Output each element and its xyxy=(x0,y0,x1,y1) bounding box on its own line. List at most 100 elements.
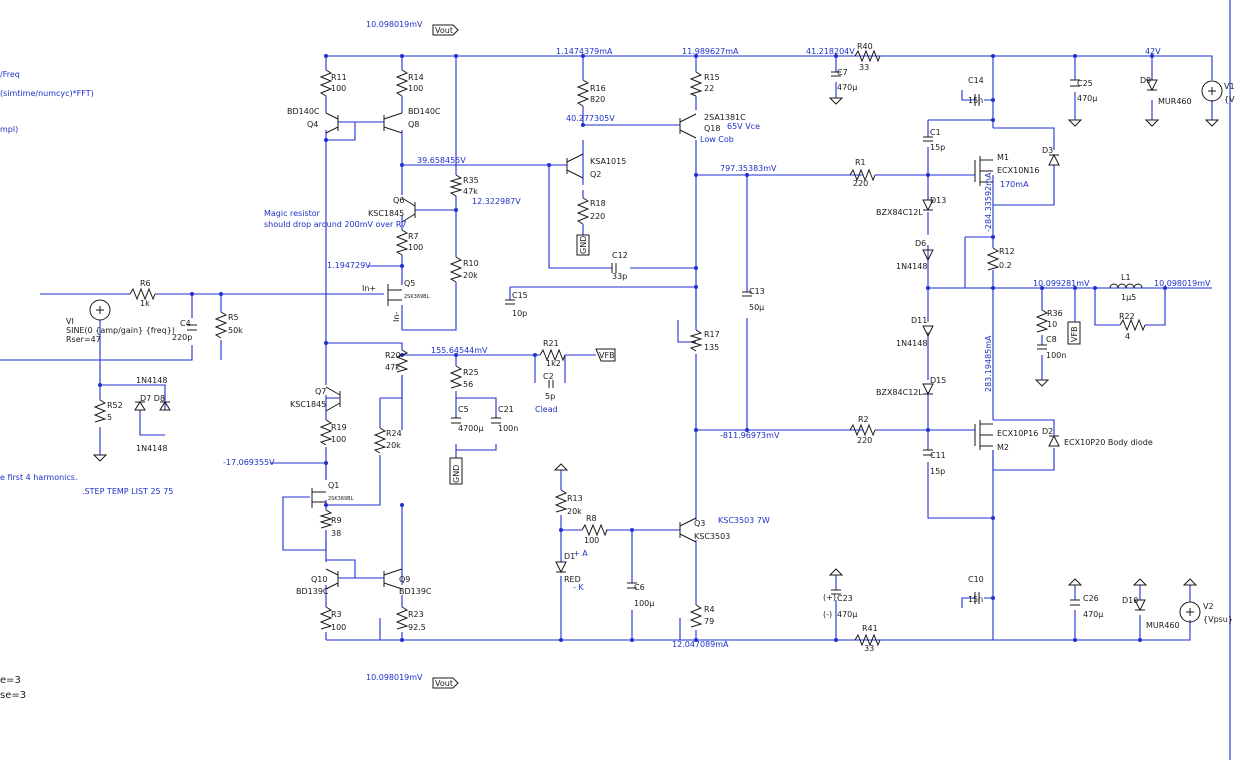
flag-vout-bottom: Vout xyxy=(432,677,459,689)
C12-name: C12 xyxy=(612,251,628,260)
C21-name: C21 xyxy=(498,405,514,414)
i-m2-label: 283.19485mA xyxy=(984,335,993,392)
C11-value: 15p xyxy=(930,467,945,476)
svg-text:Vout: Vout xyxy=(435,679,453,688)
i-supply-1-label: 1.1474379mA xyxy=(556,47,613,56)
flag-vfb-output: VFB xyxy=(1067,321,1081,345)
C14-name: C14 xyxy=(968,76,984,85)
v-upper-gate-label: 797.35383mV xyxy=(720,164,777,173)
R5-value: 50k xyxy=(228,326,243,335)
R24-name: R24 xyxy=(386,429,402,438)
d7-part: 1N4148 xyxy=(136,376,167,385)
C23-name: C23 xyxy=(837,594,853,603)
C13-name: C13 xyxy=(749,287,765,296)
C5-name: C5 xyxy=(458,405,469,414)
Q7-value: KSC1845 xyxy=(290,400,326,409)
D2-value: ECX10P20 Body diode xyxy=(1064,438,1153,447)
C21-value: 100n xyxy=(498,424,518,433)
d1-anode: + A xyxy=(573,549,588,558)
R4-value: 79 xyxy=(704,617,714,626)
C1-value: 15p xyxy=(930,143,945,152)
R15-name: R15 xyxy=(704,73,720,82)
C8-value: 100n xyxy=(1046,351,1066,360)
R8-name: R8 xyxy=(586,514,597,523)
Q1-name: Q1 xyxy=(328,481,339,490)
R16-name: R16 xyxy=(590,84,606,93)
D13-name: D13 xyxy=(930,196,946,205)
c23-minus: (-) xyxy=(823,610,832,619)
c23-plus: (+) xyxy=(823,593,836,602)
C8-name: C8 xyxy=(1046,335,1057,344)
V2-name: V2 xyxy=(1203,602,1214,611)
R3-value: 100 xyxy=(331,623,346,632)
R21-name: R21 xyxy=(543,339,559,348)
R24-value: 20k xyxy=(386,441,401,450)
sources xyxy=(89,80,1223,623)
C26-value: 470µ xyxy=(1083,610,1103,619)
R35-value: 47k xyxy=(463,187,478,196)
R10-value: 20k xyxy=(463,271,478,280)
D6-name: D6 xyxy=(915,239,926,248)
R23-name: R23 xyxy=(408,610,424,619)
e3-line-1: e=3 xyxy=(0,675,21,686)
R52-value: 5 xyxy=(107,413,112,422)
R6-value: 1k xyxy=(140,299,150,308)
d8-part: 1N4148 xyxy=(136,444,167,453)
C2-name: C2 xyxy=(543,372,554,381)
v-out-node-label: 10.099281mV xyxy=(1033,279,1090,288)
R19-value: 100 xyxy=(331,435,346,444)
d1-cathode: - K xyxy=(573,583,584,592)
in-plus-label: In+ xyxy=(362,284,376,293)
D15-name: D15 xyxy=(930,376,946,385)
R21-value: 1k2 xyxy=(546,359,561,368)
R11-name: R11 xyxy=(331,73,347,82)
C7-value: 470µ xyxy=(837,83,857,92)
D1-name: D1 xyxy=(564,552,575,561)
C15-name: C15 xyxy=(512,291,528,300)
R2-name: R2 xyxy=(858,415,869,424)
R13-value: 20k xyxy=(567,507,582,516)
D11-name: D11 xyxy=(911,316,927,325)
C5-value: 4700µ xyxy=(458,424,483,433)
Q10-value: BD139C xyxy=(296,587,329,596)
R7-value: 100 xyxy=(408,243,423,252)
magic-note-2: should drop around 200mV over R7 xyxy=(264,220,407,229)
Q1-value: 2SK369BL xyxy=(328,496,354,502)
note-freq: /Freq xyxy=(0,70,20,79)
R36-name: R36 xyxy=(1047,309,1063,318)
D15-value: BZX84C12L xyxy=(876,388,923,397)
Q4-value: BD140C xyxy=(287,107,320,116)
C23-value: 470µ xyxy=(837,610,857,619)
C10-value: 15n xyxy=(968,595,983,604)
q18-cob-note: Low Cob xyxy=(700,135,734,144)
i-q3-label: 12.047089mA xyxy=(672,640,729,649)
v-q6-emit-label: 12.322987V xyxy=(472,197,521,206)
resistor-symbols xyxy=(93,49,1146,647)
L1-name: L1 xyxy=(1121,273,1131,282)
R25-name: R25 xyxy=(463,368,479,377)
Q18-value: 2SA1381C xyxy=(704,113,746,122)
v-feedback-label: 155.64544mV xyxy=(431,346,488,355)
R25-value: 56 xyxy=(463,380,473,389)
C10-name: C10 xyxy=(968,575,984,584)
i-m1-label: -284.33592mA xyxy=(984,172,993,232)
v-q2-base-label: 40.277305V xyxy=(566,114,615,123)
Q2-value: KSA1015 xyxy=(590,157,626,166)
R4-name: R4 xyxy=(704,605,715,614)
R13-name: R13 xyxy=(567,494,583,503)
D11-value: 1N4148 xyxy=(896,339,927,348)
R1-name: R1 xyxy=(855,158,866,167)
flag-vfb-r21: VFB xyxy=(595,348,616,362)
R40-value: 33 xyxy=(859,63,869,72)
Q9-name: Q9 xyxy=(399,575,410,584)
clead-note: Clead xyxy=(535,405,558,414)
q3-power-note: KSC3503 7W xyxy=(718,516,770,525)
Q3-name: Q3 xyxy=(694,519,705,528)
svg-text:GND: GND xyxy=(579,236,588,254)
diode-symbols xyxy=(134,79,1158,612)
vi-sine: SINE(0 {amp/gain} {freq}) xyxy=(66,326,175,335)
D1-value: RED xyxy=(564,575,581,584)
Q7-name: Q7 xyxy=(315,387,326,396)
